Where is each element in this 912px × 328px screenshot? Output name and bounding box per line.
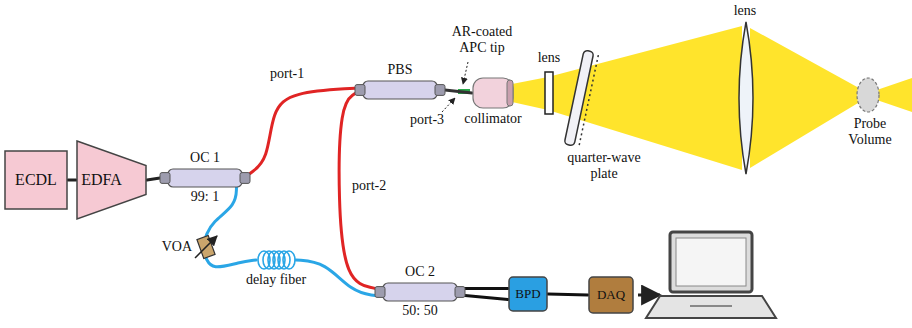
part-label: quarter-wave plate <box>556 150 652 182</box>
signal-arrow <box>638 294 660 297</box>
fiber-coupler: OC 199: 1 <box>160 169 250 187</box>
fiber-connector <box>68 179 76 182</box>
node-label: BPD <box>515 287 540 302</box>
fiber-coupler-shape <box>375 283 465 301</box>
delay-fiber-coil-shape <box>256 250 296 270</box>
fiber-connector <box>445 90 472 93</box>
node-label: DAQ <box>597 288 625 303</box>
node-label: EDFA <box>81 171 122 189</box>
node-caption: PBS <box>388 62 413 78</box>
daq-box: DAQ <box>588 276 634 314</box>
laser-beam <box>512 26 742 170</box>
node-caption: VOA <box>162 239 192 255</box>
attenuator: VOA <box>198 236 214 258</box>
laser-beam <box>750 28 912 168</box>
leader-line <box>442 98 455 112</box>
fiber-coupler-shape <box>160 169 250 187</box>
part-label: lens <box>728 3 762 19</box>
node-label: ECDL <box>15 171 57 189</box>
fiber-connector <box>296 260 375 296</box>
leader-line <box>463 62 468 84</box>
node-caption: 50: 50 <box>402 303 437 319</box>
fiber-connector <box>147 178 160 180</box>
computer-icon <box>646 232 776 318</box>
node-caption: OC 1 <box>190 150 220 166</box>
port-label: port-2 <box>350 178 388 194</box>
collimator-shape <box>472 77 514 109</box>
laser-box: ECDL <box>4 150 68 210</box>
port-label: port-3 <box>404 112 450 128</box>
fiber-connector <box>465 287 508 290</box>
collimator: collimator <box>472 77 514 109</box>
beam-splitter-shape <box>355 81 445 99</box>
beam-splitter: PBS <box>355 81 445 99</box>
fiber-coupler: OC 250: 50 <box>375 283 465 301</box>
part-label: lens <box>532 50 566 66</box>
probe-volume-symbol <box>857 78 879 112</box>
node-caption: OC 2 <box>405 264 435 280</box>
port-label: port-1 <box>268 66 306 82</box>
part-label: Probe Volume <box>838 116 902 148</box>
amplifier-triangle: EDFA <box>76 140 147 220</box>
fiber-connector <box>548 294 588 295</box>
delay-fiber-coil: delay fiber <box>256 250 296 270</box>
fiber-connector <box>206 258 256 267</box>
quarter-wave-plate-symbol <box>564 50 599 147</box>
node-caption: collimator <box>464 111 522 127</box>
detector-box: BPD <box>508 276 548 312</box>
callout-label: AR-coated APC tip <box>440 24 524 56</box>
fiber-connector <box>465 296 508 300</box>
attenuator-shape <box>198 236 214 258</box>
node-caption: 99: 1 <box>191 189 219 205</box>
lens-symbol <box>739 22 753 174</box>
node-caption: delay fiber <box>246 272 306 288</box>
lens-symbol <box>545 72 553 114</box>
